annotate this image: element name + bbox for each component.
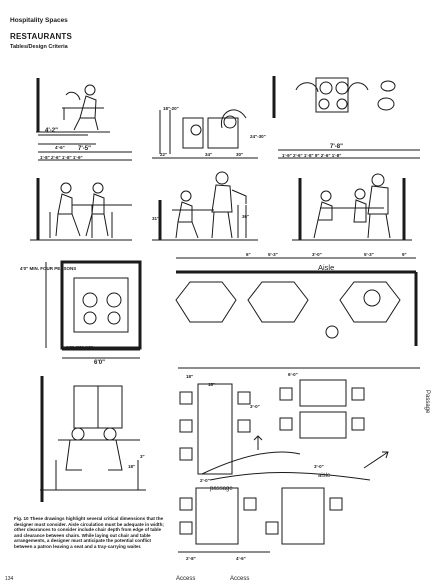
plan-floor-layout	[175, 257, 420, 553]
dim-18-20: 18"-20"	[163, 106, 179, 111]
dim-7-5: 7'-5"	[78, 146, 91, 152]
dim-lay-3-0b: 3'-0"	[314, 464, 324, 469]
dim-4-6: 4'-6"	[55, 145, 65, 150]
dim-lay-18b: 18"	[208, 382, 215, 387]
dim-lay-3-0: 3'-0"	[312, 252, 322, 257]
label-aisle: aisle	[318, 473, 331, 479]
dim-36: 36"	[242, 214, 249, 219]
dim-7-8: 7'-8"	[330, 144, 343, 150]
dim-row-right: 1'-9" 2'-6" 1'-8" 9" 2'-6" 1'-8"	[282, 153, 341, 158]
dim-lay-2-8: 2'-8"	[186, 556, 196, 561]
dim-30: 30"	[236, 152, 243, 157]
page-number: 134	[5, 576, 14, 582]
dim-booth-row: 1'9" 2'0" 1'9"	[66, 345, 93, 350]
label-passage-right: Passage	[424, 390, 430, 414]
page-title: RESTAURANTS	[10, 32, 73, 41]
elevation-four-top	[292, 173, 412, 241]
label-aisle-top: Aisle	[318, 263, 334, 272]
dim-booth-h18: 18"	[128, 464, 135, 469]
dim-booth-total: 6'0"	[94, 360, 105, 366]
dim-booth-min: 4'0" MIN. FOUR PERSONS	[20, 266, 76, 271]
dim-lay-6: 6"	[246, 252, 251, 257]
elevation-bar-seating	[36, 78, 110, 145]
elevation-booth	[40, 376, 146, 502]
dim-lay-6-0: 6'-0"	[288, 372, 298, 377]
label-access-2: Access	[230, 576, 249, 582]
figure-caption: Fig. 10 These drawings highlight several…	[14, 516, 164, 549]
section-heading: Hospitality Spaces	[10, 17, 68, 24]
dim-34: 34"	[205, 152, 212, 157]
dim-22: 22"	[160, 152, 167, 157]
label-passage: passage	[210, 486, 233, 492]
plan-four-top	[272, 76, 420, 159]
dim-row-left: 1'-8" 2'-6" 1'-8" 1'-9"	[40, 155, 83, 160]
dim-4-2: 4'-2"	[45, 128, 58, 134]
dim-booth-h3: 3"	[140, 454, 145, 459]
dim-lay-5-3a: 5'-3"	[268, 252, 278, 257]
label-access-1: Access	[176, 576, 195, 582]
plan-booth	[45, 260, 142, 359]
elevation-waiter-serving	[152, 171, 258, 241]
dim-lay-2-0: 2'-0"	[200, 478, 210, 483]
dim-31: 31"	[152, 216, 159, 221]
page-subtitle: Tables/Design Criteria	[10, 44, 68, 50]
elevation-two-diners	[30, 151, 132, 241]
dim-lay-18a: 18"	[186, 374, 193, 379]
dim-lay-4-6: 4'-6"	[236, 556, 246, 561]
dim-lay-5-3b: 5'-3"	[364, 252, 374, 257]
plan-reach-zone	[152, 109, 258, 159]
dim-lay-3-0a: 3'-0"	[250, 404, 260, 409]
dim-lay-9: 9"	[402, 252, 407, 257]
dim-24-30: 24"-30"	[250, 134, 266, 139]
